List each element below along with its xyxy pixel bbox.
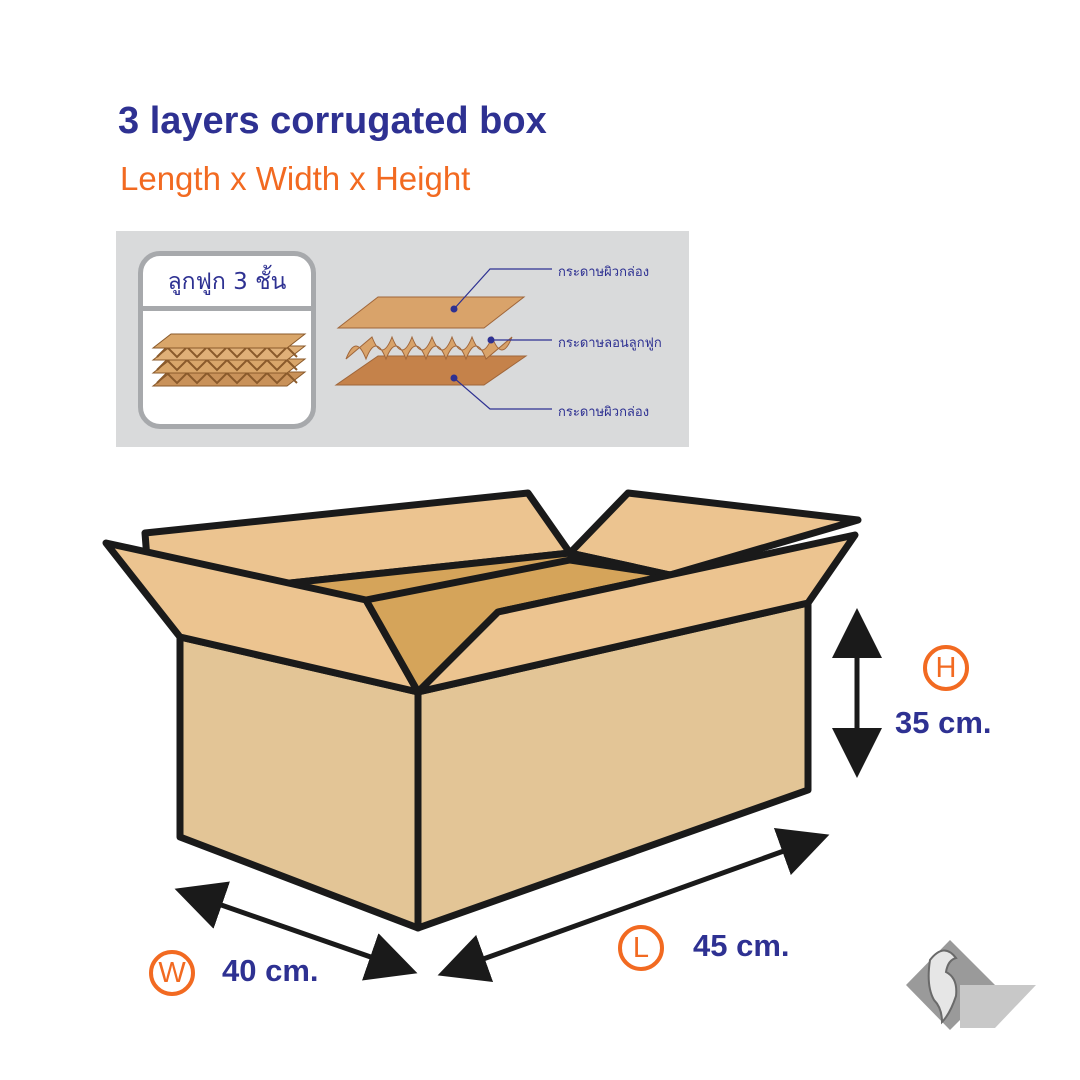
flute-medium — [345, 335, 513, 361]
label-top-liner: กระดาษผิวกล่อง — [558, 265, 650, 280]
page-title: 3 layers corrugated box — [118, 100, 547, 142]
layers-panel: ลูกฟูก 3 ชั้น — [116, 231, 689, 447]
layers-card-divider — [143, 306, 311, 311]
height-value: 35 cm. — [895, 705, 992, 740]
top-liner-sheet — [336, 296, 526, 329]
length-badge: L — [618, 925, 664, 971]
layers-card-title: ลูกฟูก 3 ชั้น — [167, 269, 287, 295]
naga-logo-icon — [906, 940, 1036, 1030]
exploded-layers-illustration — [334, 268, 552, 410]
bottom-liner-sheet — [334, 355, 528, 386]
layers-card: ลูกฟูก 3 ชั้น — [138, 251, 316, 429]
label-bottom-liner: กระดาษผิวกล่อง — [558, 405, 650, 420]
label-flute: กระดาษลอนลูกฟูก — [558, 336, 662, 351]
length-value: 45 cm. — [693, 928, 790, 963]
stacked-board-icon — [151, 333, 307, 387]
width-badge: W — [149, 950, 195, 996]
page-subtitle: Length x Width x Height — [120, 160, 471, 197]
width-arrow — [174, 881, 418, 981]
width-value: 40 cm. — [222, 953, 319, 988]
height-badge: H — [923, 645, 969, 691]
length-arrow — [437, 827, 830, 983]
right-flap — [414, 531, 859, 696]
